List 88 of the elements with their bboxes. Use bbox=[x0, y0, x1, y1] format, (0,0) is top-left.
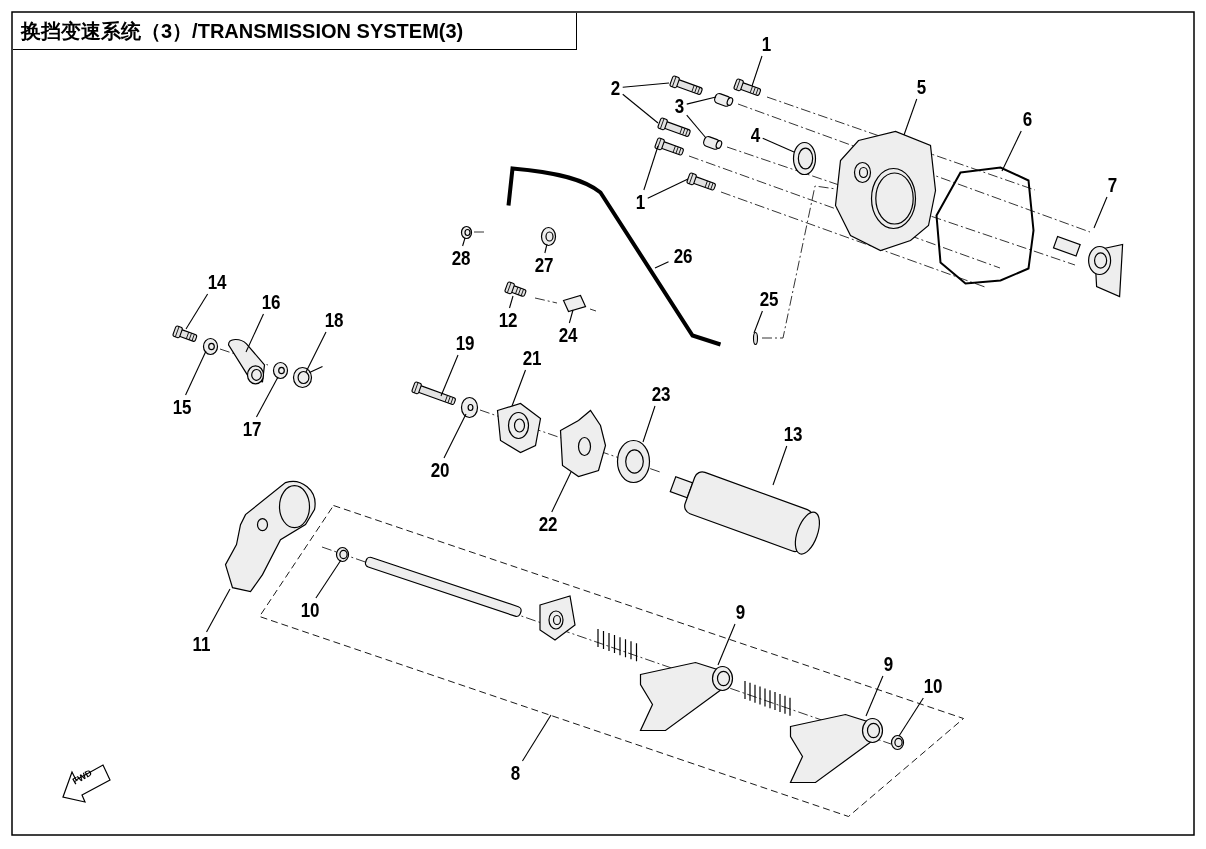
leader-line bbox=[643, 145, 659, 191]
leader-line bbox=[511, 369, 527, 407]
leader-line bbox=[185, 350, 207, 396]
leader-line bbox=[686, 96, 717, 105]
circlip-drawing bbox=[889, 733, 905, 751]
leader-line bbox=[440, 354, 459, 397]
gear-drawing bbox=[495, 401, 542, 454]
shift-fork-drawing bbox=[638, 660, 734, 732]
leader-line bbox=[206, 588, 231, 633]
leader-line bbox=[551, 471, 572, 513]
leader-line bbox=[1001, 130, 1022, 172]
callout-number: 20 bbox=[430, 460, 450, 480]
callout-number: 1 bbox=[762, 34, 772, 54]
assembly-outline bbox=[257, 503, 965, 818]
leader-line bbox=[544, 243, 548, 254]
callout-number: 14 bbox=[207, 272, 227, 292]
leader-line bbox=[622, 93, 659, 124]
callout-number: 10 bbox=[300, 600, 320, 620]
shaft-sector-drawing bbox=[1052, 234, 1125, 298]
leader-line bbox=[1093, 196, 1108, 229]
arm-drawing bbox=[226, 338, 266, 386]
callout-number: 17 bbox=[242, 419, 262, 439]
washer-drawing bbox=[459, 395, 479, 419]
lever-drawing bbox=[223, 480, 317, 594]
spring-drawing bbox=[291, 364, 324, 389]
leader-line bbox=[751, 55, 763, 87]
callout-number: 27 bbox=[534, 255, 554, 275]
leader-line bbox=[568, 309, 574, 324]
callout-number: 18 bbox=[324, 310, 344, 330]
circlip-drawing bbox=[334, 545, 350, 563]
leader-line bbox=[654, 261, 670, 269]
callout-number: 24 bbox=[558, 325, 578, 345]
leader-line bbox=[686, 114, 707, 139]
callout-number: 21 bbox=[522, 348, 542, 368]
leader-line bbox=[647, 178, 689, 199]
leader-line bbox=[521, 714, 552, 762]
leader-line bbox=[865, 675, 884, 717]
callout-number: 6 bbox=[1023, 109, 1033, 129]
leader-line bbox=[255, 376, 279, 418]
leader-line bbox=[245, 313, 265, 353]
callout-number: 4 bbox=[751, 125, 761, 145]
callout-number: 2 bbox=[611, 78, 621, 98]
leader-line bbox=[903, 98, 918, 136]
callout-number: 9 bbox=[736, 602, 746, 622]
callout-number: 19 bbox=[455, 333, 475, 353]
leader-line bbox=[185, 293, 209, 330]
callout-number: 13 bbox=[783, 424, 803, 444]
forward-label: FWD bbox=[70, 767, 94, 787]
bearing-drawing bbox=[615, 438, 651, 484]
leader-line bbox=[462, 237, 466, 247]
gasket-drawing bbox=[934, 165, 1035, 285]
callout-number: 8 bbox=[511, 763, 521, 783]
callout-number: 23 bbox=[651, 384, 671, 404]
cover-drawing bbox=[833, 129, 937, 252]
callout-number: 12 bbox=[498, 310, 518, 330]
callout-number: 5 bbox=[917, 77, 927, 97]
callout-number: 25 bbox=[759, 289, 779, 309]
leader-line bbox=[753, 310, 763, 334]
leader-line bbox=[508, 295, 514, 309]
callout-number: 16 bbox=[261, 292, 281, 312]
plate-drawing bbox=[558, 408, 607, 478]
leader-line bbox=[717, 623, 736, 666]
diagram-title: 换挡变速系统（3）/TRANSMISSION SYSTEM(3) bbox=[13, 13, 577, 50]
callout-number: 22 bbox=[538, 514, 558, 534]
leader-line bbox=[642, 405, 656, 443]
callout-number: 11 bbox=[192, 634, 211, 654]
leader-line bbox=[305, 331, 327, 373]
callout-number: 1 bbox=[636, 192, 646, 212]
shift-fork-drawing bbox=[788, 712, 884, 784]
oil-seal-drawing bbox=[791, 140, 817, 176]
callout-number: 3 bbox=[675, 96, 685, 116]
callout-number: 26 bbox=[673, 246, 693, 266]
leader-line bbox=[315, 559, 342, 599]
leader-line bbox=[772, 445, 788, 486]
washer-drawing bbox=[271, 360, 289, 380]
pin-drawing bbox=[751, 330, 759, 346]
sleeve-drawing bbox=[712, 90, 736, 109]
callout-number: 7 bbox=[1108, 175, 1118, 195]
callout-number: 15 bbox=[172, 397, 192, 417]
leader-line bbox=[443, 413, 467, 459]
washer-drawing bbox=[201, 336, 219, 356]
leader-line bbox=[898, 697, 924, 737]
callout-number: 28 bbox=[451, 248, 471, 268]
nut-drawing bbox=[459, 224, 473, 240]
callout-number: 10 bbox=[923, 676, 943, 696]
leader-line bbox=[762, 137, 795, 153]
leader-line bbox=[622, 82, 670, 88]
callout-number: 9 bbox=[884, 654, 894, 674]
